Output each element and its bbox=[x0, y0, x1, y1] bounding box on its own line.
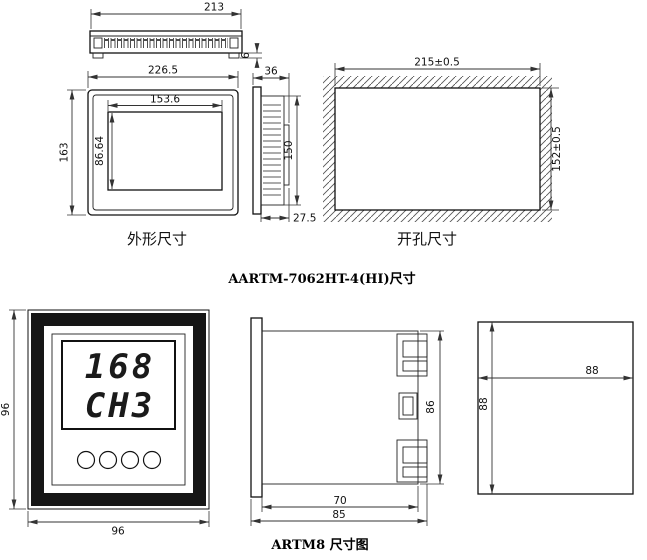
display-channel-label: CH3 bbox=[85, 386, 155, 426]
panel-button bbox=[76, 450, 96, 470]
dim-artm8-rear-height-label: 88 bbox=[478, 397, 490, 410]
dim-cutout-height-label: 152±0.5 bbox=[551, 126, 563, 172]
side-vents bbox=[263, 104, 281, 198]
terminal-connector-bottom bbox=[396, 439, 428, 483]
dim-bezel-thickness-label: 6 bbox=[240, 52, 252, 59]
panel-button bbox=[142, 450, 162, 470]
front-panel-buttons bbox=[76, 450, 162, 470]
dim-artm8-body-depth-label: 70 bbox=[333, 495, 346, 507]
meter-top-view: 213 6 bbox=[89, 2, 262, 68]
top-drawing-title: AARTM-7062HT-4(HI)尺寸 bbox=[227, 271, 415, 287]
artm8-rear-view: 88 88 bbox=[477, 321, 634, 495]
terminal-connector-top bbox=[396, 333, 428, 377]
panel-button bbox=[98, 450, 118, 470]
dim-side-height-label: 150 bbox=[283, 140, 295, 160]
dim-cutout-width-label: 215±0.5 bbox=[414, 57, 460, 69]
dim-artm8-total-depth-label: 85 bbox=[332, 509, 345, 521]
dim-side-depth-label: 36 bbox=[264, 66, 278, 78]
seven-segment-display bbox=[61, 340, 176, 430]
dim-artm8-side-height-label: 86 bbox=[425, 400, 437, 414]
dim-screen-height-label: 86.64 bbox=[94, 136, 106, 166]
dim-front-width-label: 226.5 bbox=[148, 65, 178, 77]
panel-button bbox=[120, 450, 140, 470]
dim-screen-width-label: 153.6 bbox=[150, 94, 180, 106]
meter-side-view: 36 150 27.5 bbox=[252, 66, 316, 225]
meter-front-view: 226.5 163 153.6 86.64 bbox=[59, 65, 239, 216]
caption-cutout-dimensions: 开孔尺寸 bbox=[397, 230, 457, 248]
panel-cutout-view: 215±0.5 152±0.5 bbox=[323, 57, 563, 222]
dim-artm8-front-width-label: 96 bbox=[111, 526, 125, 538]
artm8-side-view: 86 70 85 bbox=[250, 317, 444, 526]
dim-artm8-rear-width-label: 88 bbox=[585, 365, 598, 377]
terminal-connector-middle bbox=[398, 392, 418, 420]
dim-bezel-thickness: 6 bbox=[240, 43, 262, 68]
bottom-drawing-title: ARTM8 尺寸图 bbox=[270, 537, 368, 553]
display-reading-value: 168 bbox=[85, 347, 155, 387]
caption-outline-dimensions: 外形尺寸 bbox=[127, 230, 187, 248]
lcd-screen-outline bbox=[107, 111, 223, 191]
dim-artm8-front-height-label: 96 bbox=[0, 403, 12, 417]
dim-top-width-label: 213 bbox=[204, 2, 224, 14]
panel-hatch-band bbox=[323, 76, 552, 222]
dim-front-height-label: 163 bbox=[59, 142, 71, 162]
vent-slot-row bbox=[104, 38, 228, 48]
dim-side-rear-depth-label: 27.5 bbox=[293, 213, 316, 225]
artm8-front-view: 168 CH3 96 96 bbox=[0, 309, 210, 538]
